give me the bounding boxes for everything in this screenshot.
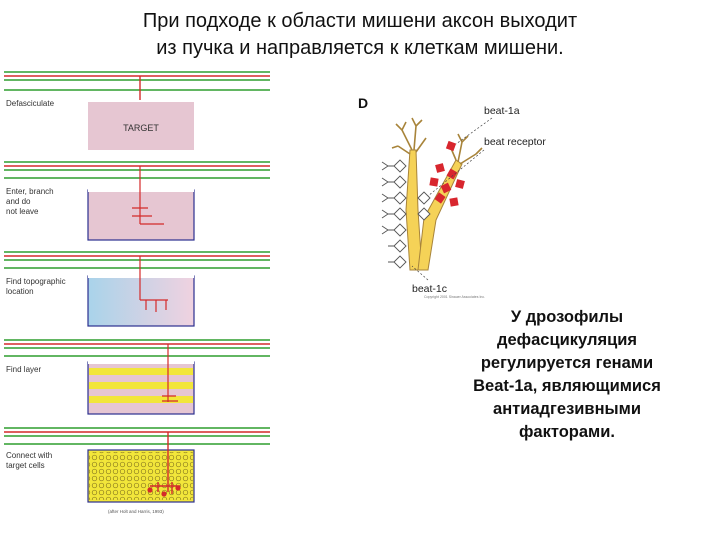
svg-text:Find topographic locatio: Find topographic location	[6, 277, 68, 296]
beat-receptors	[393, 159, 431, 269]
synapse	[147, 487, 153, 493]
beat1a-molecules	[429, 140, 465, 207]
beat1a-label: beat-1a	[484, 105, 520, 117]
stage-label-line: not leave	[6, 207, 39, 216]
leader-line	[411, 265, 429, 281]
pathfinding-stages-diagram: Defasciculate TARGET Enter, branch and d…	[4, 71, 270, 514]
title-line-2: из пучка и направляется к клеткам мишени…	[156, 37, 564, 59]
stage-label: Defasciculate	[6, 99, 55, 108]
layer-band	[89, 368, 193, 375]
stage-label-line: Connect with	[6, 451, 52, 460]
axon-arbor	[162, 344, 178, 402]
stage-defasciculate: Defasciculate TARGET	[4, 71, 270, 150]
beat1a-molecule	[440, 182, 452, 194]
caption-line: регулируется генами	[480, 354, 654, 372]
beat1c-label: beat-1c	[412, 283, 447, 295]
receptor-icon	[393, 191, 407, 205]
growth-cone-left	[391, 117, 427, 155]
target-region	[88, 102, 194, 150]
leader-line	[455, 117, 493, 145]
beat-receptor-label: beat receptor	[484, 136, 546, 148]
receptor-icon	[393, 239, 407, 253]
beat1a-molecule	[449, 197, 459, 207]
leader-line	[427, 149, 485, 197]
beat1a-molecule	[435, 163, 445, 173]
caption-text: У дрозофилы дефасцикуляция регулируется …	[452, 306, 682, 444]
stage-label-line: and do	[6, 197, 31, 206]
stage-label-line: Find topographic	[6, 277, 66, 286]
synapse	[161, 491, 167, 497]
target-label: TARGET	[123, 123, 159, 133]
stage-topographic: Find topographic location	[4, 251, 270, 327]
svg-text:Connect with target cell: Connect with target cells	[6, 451, 54, 470]
axon-arbor	[139, 256, 168, 312]
panel-letter: D	[358, 95, 368, 111]
stage-label-line: target cells	[6, 461, 45, 470]
caption-line: Beat-1a, являющимися	[473, 377, 661, 395]
receptor-icon	[393, 159, 407, 173]
beat-diagram: D beat	[358, 95, 546, 299]
title-line-1: При подходе к области мишени аксон выход…	[142, 10, 578, 32]
caption-line: У дрозофилы	[510, 308, 624, 326]
stage-enter-branch: Enter, branch and do not leave	[4, 161, 270, 241]
synapse	[175, 485, 181, 491]
credit-text: (after Holt and Harris, 1993)	[108, 509, 164, 514]
receptor-icon	[393, 175, 407, 189]
stage-label-line: location	[6, 287, 34, 296]
target-region	[87, 189, 195, 241]
layer-band	[89, 396, 193, 403]
svg-text:Enter, branch and do: Enter, branch and do not leave	[6, 187, 56, 216]
target-region	[87, 275, 195, 327]
beat1a-molecule	[434, 192, 446, 204]
stage-label-line: Enter, branch	[6, 187, 54, 196]
receptor-icon	[393, 255, 407, 269]
growth-cone-right	[449, 133, 483, 165]
beat1a-molecule	[429, 177, 439, 187]
layer-band	[89, 382, 193, 389]
slide-title: При подходе к области мишени аксон выход…	[0, 8, 720, 62]
receptor-extensions	[381, 161, 394, 263]
axon-arbor	[132, 166, 164, 225]
target-cells	[89, 452, 193, 500]
stage-find-layer: Find layer	[4, 339, 270, 415]
beat1a-molecule	[445, 140, 457, 152]
credit-text: Copyright 2001 Sinauer Associates Inc.	[424, 295, 485, 299]
caption-line: антиадгезивными	[493, 400, 641, 418]
beat1a-molecule	[455, 179, 465, 189]
stage-label: Find layer	[6, 365, 41, 374]
receptor-icon	[393, 207, 407, 221]
receptor-icon	[393, 223, 407, 237]
caption-line: факторами.	[518, 423, 615, 441]
caption-line: дефасцикуляция	[497, 331, 637, 349]
receptor-icon	[417, 207, 431, 221]
stage-connect: Connect with target cells (after Holt an…	[4, 427, 270, 514]
receptor-icon	[417, 191, 431, 205]
beat1a-molecule	[446, 168, 458, 180]
axon-arbor	[150, 432, 180, 494]
